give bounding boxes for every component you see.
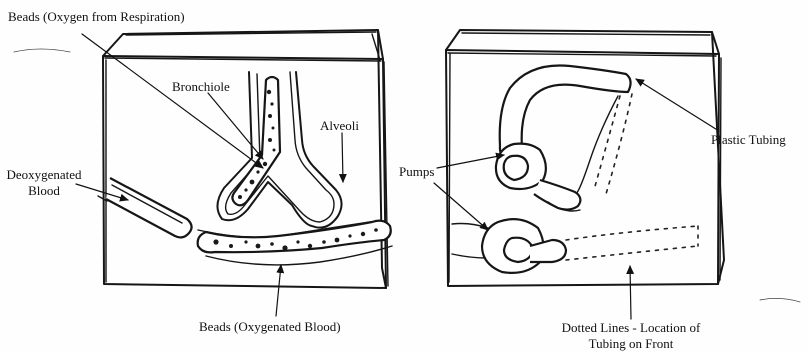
arrow-beads-oxygenated [276, 265, 281, 316]
label-beads-oxygen: Beads (Oxygen from Respiration) [8, 9, 185, 25]
label-dotted-lines-line1: Dotted Lines - Location of [546, 320, 716, 336]
label-plastic-tubing: Plastic Tubing [711, 132, 786, 148]
arrow-dotted-lines [630, 266, 631, 319]
label-alveoli: Alveoli [320, 118, 359, 134]
arrow-bronchiole [208, 93, 263, 159]
deoxygenated-tube [98, 178, 192, 237]
label-beads-oxygenated: Beads (Oxygenated Blood) [199, 319, 341, 335]
pump-bottom [452, 219, 566, 273]
arrow-beads-oxygen [82, 34, 263, 168]
label-deoxygenated-line1: Deoxygenated [2, 167, 86, 183]
dotted-tubing-lines [566, 94, 698, 260]
label-deoxygenated-line2: Blood [2, 183, 86, 199]
oxygenated-tube [198, 221, 392, 265]
arrow-plastic-tubing [636, 79, 719, 131]
label-pumps: Pumps [399, 164, 434, 180]
arrow-alveoli [342, 133, 343, 182]
label-bronchiole: Bronchiole [172, 79, 230, 95]
pump-top [496, 144, 580, 211]
bronchiole-structure [217, 72, 341, 228]
label-dotted-lines-line2: Tubing on Front [546, 336, 716, 352]
